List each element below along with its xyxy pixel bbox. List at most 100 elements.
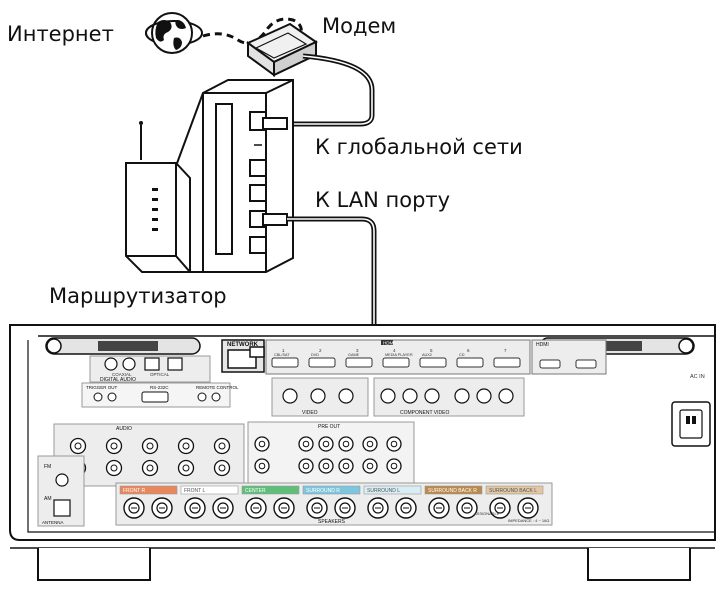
speaker-terminal-groups: FRONT R FRONT L CENTER SURROUND R SURROUND L… <box>119 485 544 519</box>
pre-out-jack-core <box>322 462 330 470</box>
component-video-label: COMPONENT VIDEO <box>400 410 449 416</box>
speaker-group-header <box>180 485 239 495</box>
router-device <box>125 92 204 273</box>
hdmi-port-name: CD <box>459 353 465 357</box>
hdmi-in-port <box>308 357 336 368</box>
speaker-group-label: FRONT R <box>123 488 146 494</box>
hdmi-out-label: HDMI <box>536 342 549 348</box>
pre-out-jacks <box>254 436 402 474</box>
assignable-label: ASSIGNABLE <box>474 511 500 516</box>
pre-out-jack-core <box>322 440 330 448</box>
hdmi-port-name: GAME <box>348 353 360 357</box>
hdmi-port-number: 5 <box>430 348 433 353</box>
hdmi-in-port <box>382 357 410 368</box>
wan-cable <box>287 53 375 127</box>
router-rear-panel <box>202 79 294 273</box>
hdmi-in-port <box>493 357 521 368</box>
modem-label: Модем <box>322 14 397 38</box>
pre-out-jack-core <box>302 462 310 470</box>
lan-label: К LAN порту <box>315 188 451 212</box>
fm-label: FM <box>44 464 51 470</box>
network-port <box>227 349 257 369</box>
digital-audio-label: DIGITAL AUDIO <box>100 377 136 383</box>
pre-out-jack-core <box>390 462 398 470</box>
impedance-label: IMPEDANCE : 4 ~ 16Ω <box>508 518 549 523</box>
speaker-group-header <box>485 485 544 495</box>
pre-out-jack-core <box>302 440 310 448</box>
hdmi-in-port <box>271 357 299 368</box>
pre-out-jack-core <box>342 440 350 448</box>
pre-out-jack-core <box>258 440 266 448</box>
audio-in-jack-core <box>110 442 118 450</box>
speaker-group-header <box>302 485 361 495</box>
remote-control-label: REMOTE CONTROL <box>196 385 239 390</box>
ac-in-label: AC IN <box>690 374 705 380</box>
pre-out-jack-core <box>258 462 266 470</box>
pre-out-jack-core <box>366 440 374 448</box>
lan-cable-core <box>262 218 375 353</box>
hdmi-in-port <box>456 357 484 368</box>
hdmi-port-name: MEDIA PLAYER <box>385 353 413 357</box>
hdmi-in-section <box>265 339 531 375</box>
audio-in-jack-core <box>182 464 190 472</box>
pre-out-section <box>247 421 415 485</box>
pre-out-jack-core <box>366 462 374 470</box>
wan-cable-core <box>287 55 373 125</box>
hdmi-port-number: 3 <box>356 348 359 353</box>
network-plug <box>249 346 265 358</box>
speaker-group-label: SURROUND BACK L <box>489 488 537 494</box>
speaker-group-label: SURROUND L <box>367 488 400 494</box>
internet-label: Интернет <box>7 22 114 46</box>
pre-out-jack-core <box>390 440 398 448</box>
router-label: Маршрутизатор <box>49 284 227 308</box>
trigger-out-label: TRIGGER OUT <box>86 385 118 390</box>
audio-in-jack-core <box>74 442 82 450</box>
fm-jack <box>55 473 69 487</box>
left-wifi-antenna <box>45 337 201 355</box>
speaker-group-header <box>363 485 422 495</box>
speaker-group-header <box>119 485 178 495</box>
hdmi-port-number: 1 <box>282 348 285 353</box>
internet-link-dashed <box>202 17 303 45</box>
audio-in-jack-core <box>146 464 154 472</box>
wan-label: К глобальной сети <box>315 135 523 159</box>
hdmi-in-label: HDMI <box>383 341 395 346</box>
am-terminal <box>53 499 71 517</box>
hdmi-port-name: CBL/SAT <box>274 353 290 357</box>
speaker-group-header <box>241 485 300 495</box>
left-foot <box>37 548 151 581</box>
hdmi-port-number: 2 <box>319 348 322 353</box>
hdmi-port-number: 4 <box>393 348 396 353</box>
hdmi-port-name: AUX2 <box>422 353 432 357</box>
hdmi-in-port <box>419 357 447 368</box>
speakers-label: SPEAKERS <box>318 519 346 525</box>
pre-out-label: PRE OUT <box>318 424 340 430</box>
modem-device <box>246 22 318 77</box>
optical-label: OPTICAL <box>150 372 170 377</box>
right-foot <box>587 548 691 581</box>
audio-in-jack-core <box>218 464 226 472</box>
audio-in-jack-core <box>146 442 154 450</box>
speaker-group-label: SURROUND R <box>306 488 340 494</box>
hdmi-port-number: 7 <box>504 348 507 353</box>
speaker-group-header <box>424 485 483 495</box>
pre-out-jack-core <box>342 462 350 470</box>
hdmi-port-number: 6 <box>467 348 470 353</box>
speaker-group-label: SURROUND BACK R <box>428 488 477 494</box>
am-label: AM <box>44 496 52 502</box>
audio-label: AUDIO <box>116 426 132 432</box>
rs232c-label: RS-232C <box>150 385 169 390</box>
speaker-group-label: FRONT L <box>184 488 206 494</box>
video-label: VIDEO <box>302 410 318 416</box>
hdmi-in-port <box>345 357 373 368</box>
internet-globe-icon <box>145 12 203 54</box>
audio-in-jack-core <box>182 442 190 450</box>
network-label: NETWORK <box>227 342 259 348</box>
speaker-group-label: CENTER <box>245 488 266 494</box>
audio-in-jack-core <box>218 442 226 450</box>
hdmi-port-name: DVD <box>311 353 319 357</box>
